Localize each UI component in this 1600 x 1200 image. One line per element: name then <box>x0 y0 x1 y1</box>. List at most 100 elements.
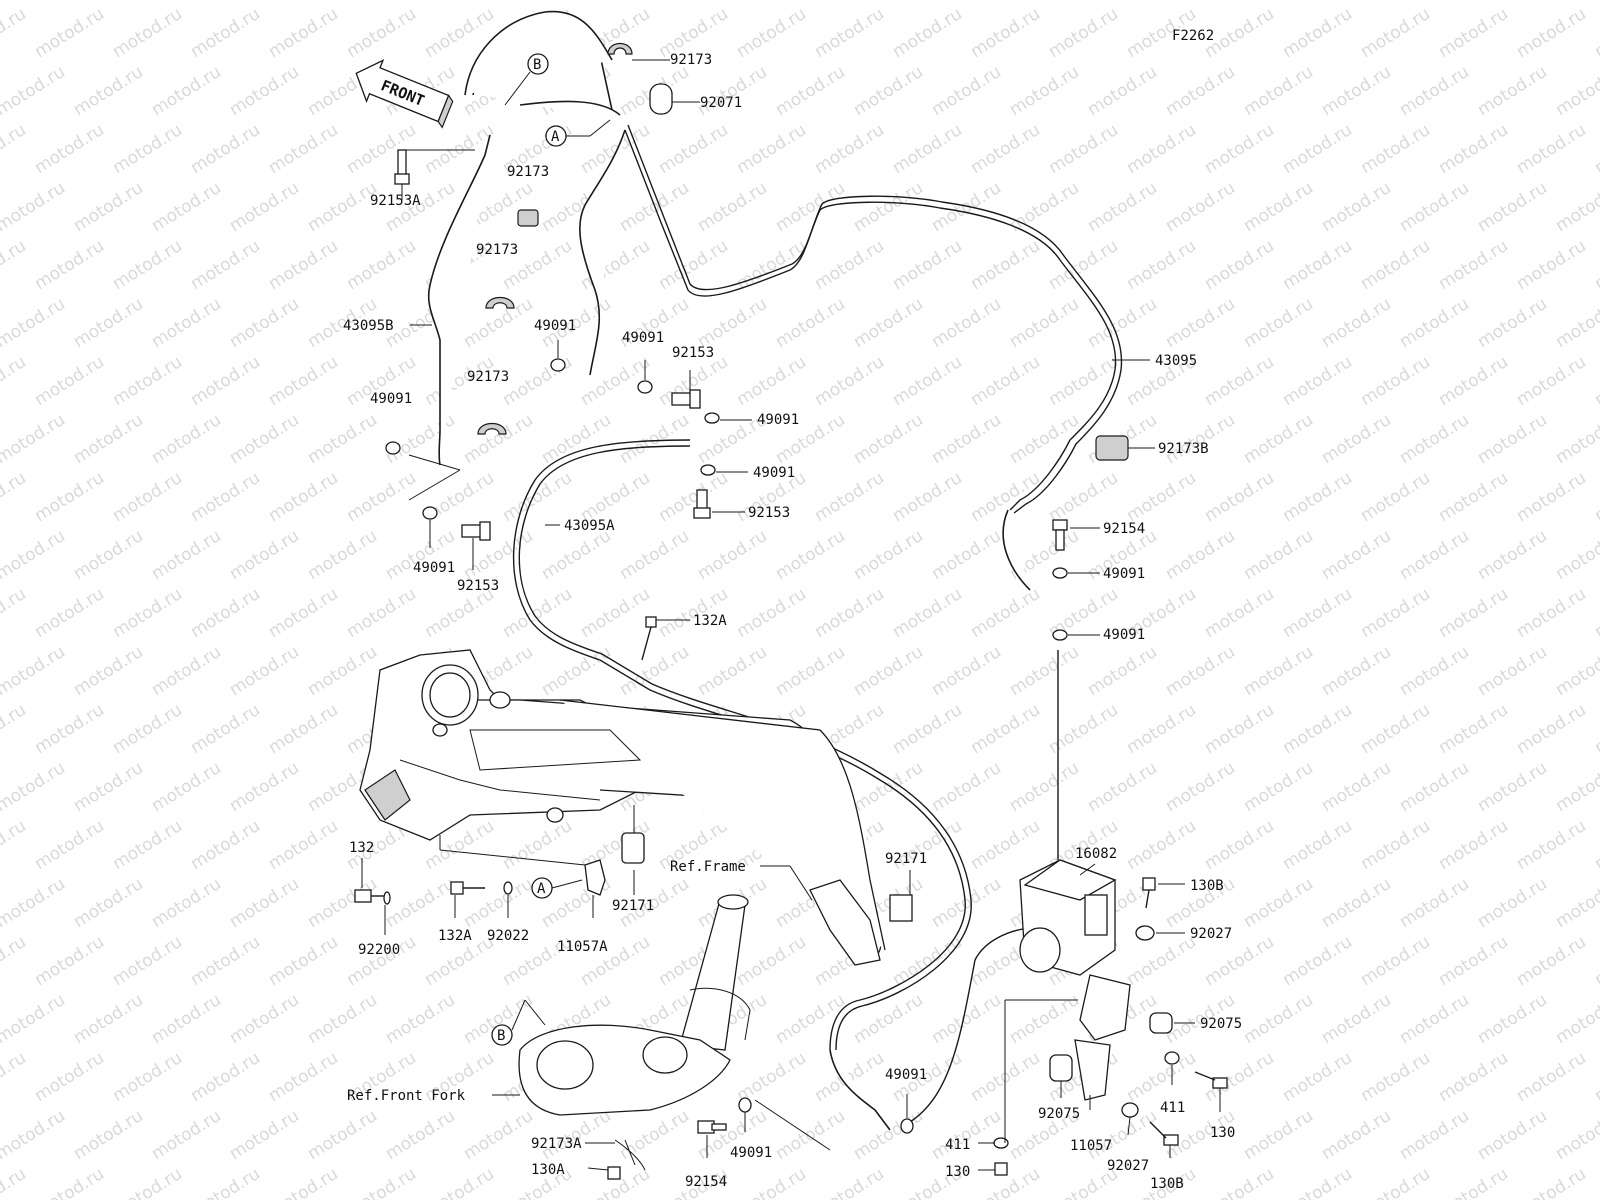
watermark-text: motod.ru <box>889 584 966 642</box>
watermark-text: motod.ru <box>616 410 693 468</box>
watermark-text: motod.ru <box>0 120 30 178</box>
watermark-text: motod.ru <box>1357 932 1434 990</box>
bolt-132A-mid <box>450 881 485 895</box>
watermark-text: motod.ru <box>1513 584 1590 642</box>
watermark-text: motod.ru <box>187 932 264 990</box>
watermark-text: motod.ru <box>694 0 771 4</box>
pipe-abs-lower <box>904 927 1031 1126</box>
watermark-text: motod.ru <box>1396 294 1473 352</box>
part-label: 92075 <box>1200 1016 1242 1032</box>
pipe-to-43095-inner <box>627 124 1123 514</box>
watermark-text: motod.ru <box>226 874 303 932</box>
part-label: 92173 <box>507 164 549 180</box>
bolt-92153-b <box>693 489 711 519</box>
watermark-text: motod.ru <box>1513 816 1590 874</box>
watermark-text: motod.ru <box>31 468 108 526</box>
watermark-text: motod.ru <box>1084 1106 1161 1164</box>
watermark-text: motod.ru <box>265 584 342 642</box>
watermark-text: motod.ru <box>187 120 264 178</box>
watermark-text: motod.ru <box>1513 1048 1590 1106</box>
watermark-text: motod.ru <box>967 352 1044 410</box>
watermark-text: motod.ru <box>304 642 381 700</box>
callout-b-top: B <box>504 53 549 106</box>
watermark-text: motod.ru <box>928 1106 1005 1164</box>
watermark-text: motod.ru <box>928 526 1005 584</box>
watermark-text: motod.ru <box>1474 526 1551 584</box>
watermark-text: motod.ru <box>733 120 810 178</box>
svg-text:A: A <box>537 881 546 897</box>
watermark-text: motod.ru <box>109 4 186 62</box>
bolt-130B-top <box>1142 877 1156 909</box>
watermark-text: motod.ru <box>538 0 615 4</box>
watermark-text: motod.ru <box>1240 758 1317 816</box>
watermark-text: motod.ru <box>0 294 69 352</box>
watermark-text: motod.ru <box>343 468 420 526</box>
part-label: 49091 <box>413 560 455 576</box>
watermark-text: motod.ru <box>1045 700 1122 758</box>
watermark-text: motod.ru <box>187 4 264 62</box>
watermark-text: motod.ru <box>967 700 1044 758</box>
watermark-text: motod.ru <box>187 816 264 874</box>
watermark-text: motod.ru <box>0 410 69 468</box>
watermark-text: motod.ru <box>265 468 342 526</box>
watermark-text: motod.ru <box>1123 816 1200 874</box>
watermark-text: motod.ru <box>1513 120 1590 178</box>
watermark-text: motod.ru <box>1513 932 1590 990</box>
watermark-text: motod.ru <box>1240 62 1317 120</box>
watermark-text: motod.ru <box>265 1048 342 1106</box>
watermark-text: motod.ru <box>1591 816 1600 874</box>
watermark-text: motod.ru <box>1006 0 1083 4</box>
watermark-text: motod.ru <box>109 584 186 642</box>
watermark-text: motod.ru <box>1240 410 1317 468</box>
watermark-text: motod.ru <box>1435 236 1512 294</box>
watermark-text: motod.ru <box>1513 352 1590 410</box>
watermark-text: motod.ru <box>343 1164 420 1200</box>
watermark-text: motod.ru <box>265 1164 342 1200</box>
part-label: 43095A <box>564 518 615 534</box>
watermark-text: motod.ru <box>1201 1164 1278 1200</box>
watermark-text: motod.ru <box>1162 526 1239 584</box>
watermark-text: motod.ru <box>226 642 303 700</box>
watermark-text: motod.ru <box>1318 294 1395 352</box>
watermark-text: motod.ru <box>889 120 966 178</box>
watermark-text: motod.ru <box>694 62 771 120</box>
watermark-text: motod.ru <box>811 468 888 526</box>
watermark-text: motod.ru <box>811 1164 888 1200</box>
watermark-text: motod.ru <box>1240 990 1317 1048</box>
part-label: 411 <box>1160 1100 1185 1116</box>
watermark-text: motod.ru <box>148 1106 225 1164</box>
watermark-text: motod.ru <box>265 932 342 990</box>
watermark-text: motod.ru <box>1591 1164 1600 1200</box>
ref-frame-label: Ref.Frame <box>670 859 746 875</box>
watermark-text: motod.ru <box>226 410 303 468</box>
part-label: 130A <box>531 1162 565 1178</box>
watermark-text: motod.ru <box>70 178 147 236</box>
watermark-text: motod.ru <box>226 62 303 120</box>
watermark-text: motod.ru <box>187 584 264 642</box>
watermark-text: motod.ru <box>1435 816 1512 874</box>
watermark-text: motod.ru <box>1006 294 1083 352</box>
watermark-text: motod.ru <box>304 874 381 932</box>
watermark-text: motod.ru <box>733 4 810 62</box>
watermark-text: motod.ru <box>109 352 186 410</box>
watermark-text: motod.ru <box>1435 1048 1512 1106</box>
watermark-text: motod.ru <box>1396 874 1473 932</box>
watermark-text: motod.ru <box>889 468 966 526</box>
watermark-text: motod.ru <box>811 352 888 410</box>
watermark-text: motod.ru <box>1357 236 1434 294</box>
part-label: 92154 <box>1103 521 1145 537</box>
watermark-text: motod.ru <box>850 62 927 120</box>
watermark-text: motod.ru <box>1318 642 1395 700</box>
watermark-text: motod.ru <box>343 236 420 294</box>
watermark-text: motod.ru <box>1474 642 1551 700</box>
watermark-text: motod.ru <box>70 642 147 700</box>
watermark-text: motod.ru <box>1006 642 1083 700</box>
watermark-text: motod.ru <box>1279 1164 1356 1200</box>
watermark-text: motod.ru <box>1318 990 1395 1048</box>
watermark-text: motod.ru <box>733 584 810 642</box>
watermark-text: motod.ru <box>1240 526 1317 584</box>
watermark-text: motod.ru <box>1474 62 1551 120</box>
bracket-11057A <box>584 859 606 896</box>
watermark-text: motod.ru <box>1240 1106 1317 1164</box>
